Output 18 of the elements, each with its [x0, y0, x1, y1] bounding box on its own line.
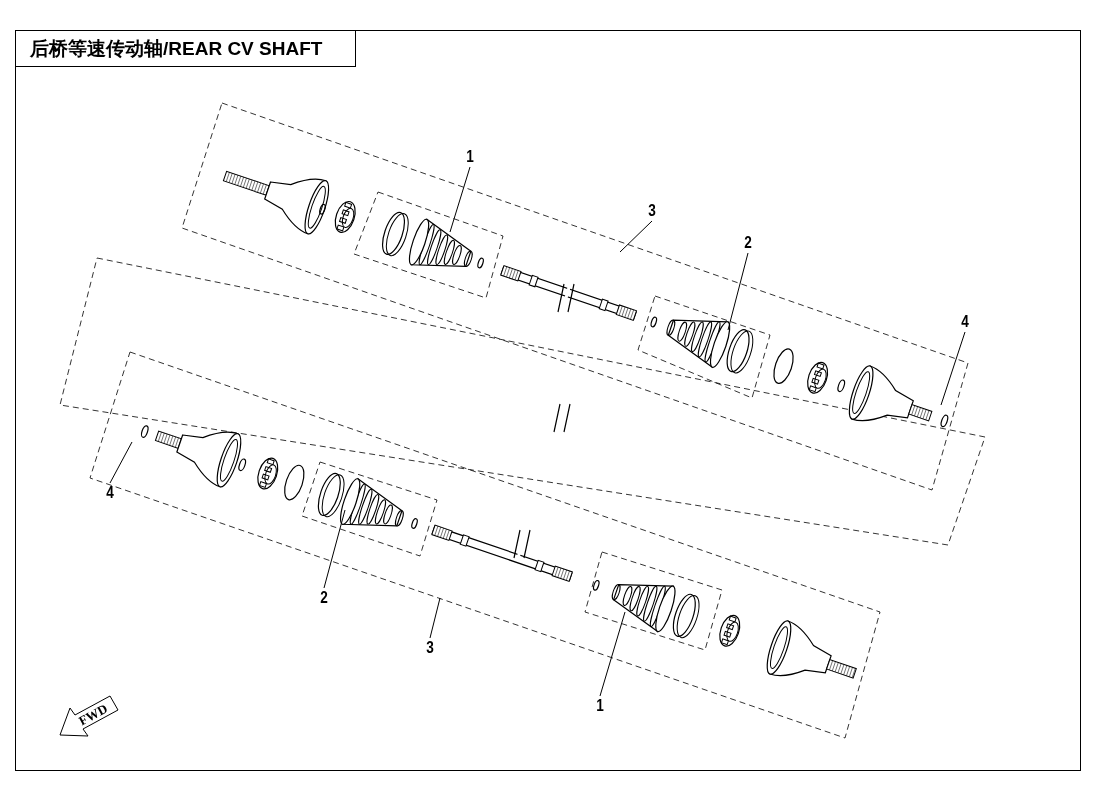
- leader-line: [599, 611, 626, 697]
- callout-number: 3: [424, 638, 436, 658]
- callout-number: 4: [104, 483, 116, 503]
- callout-number: 1: [594, 696, 606, 716]
- leader-line: [323, 509, 346, 589]
- title: 后桥等速传动轴/REAR CV SHAFT: [15, 30, 356, 67]
- leader-line: [109, 441, 133, 484]
- leader-line: [619, 220, 653, 253]
- direction-label: FWD: [76, 700, 111, 730]
- callout-number: 2: [318, 588, 330, 608]
- callout-number: 2: [742, 233, 754, 253]
- leader-line: [727, 252, 749, 331]
- leader-line: [940, 331, 966, 406]
- leader-line: [449, 166, 471, 233]
- callout-number: 4: [959, 312, 971, 332]
- leader-line: [429, 597, 441, 639]
- callout-number: 1: [464, 147, 476, 167]
- callout-number: 3: [646, 201, 658, 221]
